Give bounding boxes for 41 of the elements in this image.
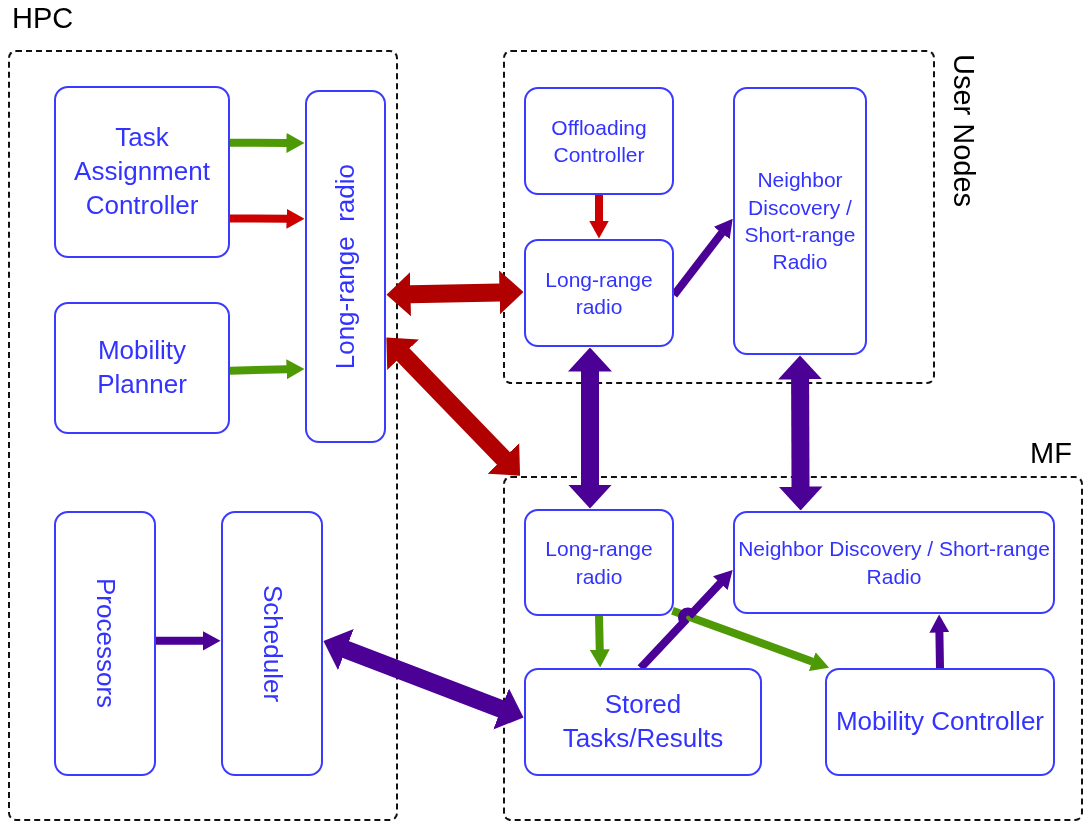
arrow: [156, 630, 221, 651]
component-box: [524, 509, 674, 616]
component-label: Scheduler: [256, 584, 289, 703]
arrow: [671, 606, 830, 672]
component-box: [54, 302, 230, 434]
component-label: Offloading Controller: [550, 114, 648, 168]
group-label: User Nodes: [949, 54, 978, 208]
component-box: [524, 87, 674, 195]
group-label: MF: [1030, 439, 1072, 468]
component-label: Neighbor Discovery / Short-range Radio: [737, 536, 1051, 590]
component-box: [733, 511, 1055, 614]
double-arrow: [386, 270, 524, 317]
component-label: Long-range radio: [544, 266, 654, 320]
arrow: [589, 195, 609, 239]
component-box: [524, 239, 674, 347]
component-label: Mobility Planner: [96, 334, 188, 401]
arrow: [229, 208, 305, 229]
component-label: Processors: [89, 578, 122, 709]
component-label: Neighbor Discovery / Short-range Radio: [743, 167, 857, 276]
double-arrow: [386, 337, 521, 476]
double-arrow: [323, 629, 524, 730]
component-box: [54, 511, 156, 776]
component-label: Long-range radio: [544, 536, 654, 590]
component-box: [221, 511, 323, 776]
component-label: Long-range radio: [328, 163, 361, 370]
arrow: [637, 570, 733, 671]
component-box: [825, 668, 1055, 776]
component-box: [733, 87, 867, 355]
arrow: [929, 614, 950, 669]
component-label: Stored Tasks/Results: [561, 688, 725, 755]
arrow: [230, 132, 305, 153]
component-box: [524, 668, 762, 776]
arrow: [229, 359, 305, 380]
arrow: [589, 615, 610, 668]
double-arrow: [778, 355, 823, 511]
component-label: Task Assignment Controller: [73, 121, 211, 222]
component-label: Mobility Controller: [835, 705, 1045, 739]
double-arrow: [568, 347, 612, 509]
group-label: HPC: [12, 4, 74, 33]
component-box: [305, 90, 386, 443]
component-box: [54, 86, 230, 258]
